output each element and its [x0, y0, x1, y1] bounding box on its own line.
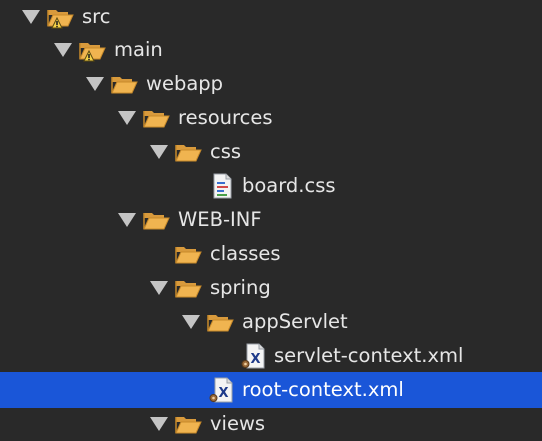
tree-item-label: root-context.xml [242, 378, 404, 401]
expand-arrow-icon[interactable] [150, 417, 168, 431]
open-folder-icon [174, 411, 202, 437]
tree-item-label: webapp [146, 72, 224, 95]
warning-folder-icon [46, 4, 74, 30]
tree-item-resources[interactable]: resources [0, 101, 542, 135]
tree-item-board-css[interactable]: board.css [0, 169, 542, 203]
tree-item-label: resources [178, 106, 273, 129]
tree-item-css[interactable]: css [0, 135, 542, 169]
tree-item-label: board.css [242, 174, 336, 197]
warning-folder-icon [78, 37, 106, 63]
tree-item-views[interactable]: views [0, 407, 542, 441]
tree-item-servlet-context-xml[interactable]: X servlet-context.xml [0, 339, 542, 373]
open-folder-icon [174, 241, 202, 267]
tree-item-label: views [210, 412, 266, 435]
open-folder-icon [174, 275, 202, 301]
open-folder-icon [142, 105, 170, 131]
tree-item-root-context-xml[interactable]: X root-context.xml [0, 372, 542, 408]
expand-arrow-icon[interactable] [22, 10, 40, 24]
tree-item-src[interactable]: src [0, 0, 542, 34]
tree-item-web-inf[interactable]: WEB-INF [0, 203, 542, 237]
open-folder-icon [110, 71, 138, 97]
tree-item-label: main [114, 38, 163, 61]
tree-item-main[interactable]: main [0, 33, 542, 67]
tree-item-webapp[interactable]: webapp [0, 67, 542, 101]
expand-arrow-icon[interactable] [150, 281, 168, 295]
open-folder-icon [174, 139, 202, 165]
xml-file-icon: X [240, 343, 268, 369]
expand-arrow-icon[interactable] [86, 77, 104, 91]
tree-item-label: css [210, 140, 242, 163]
expand-arrow-icon[interactable] [118, 111, 136, 125]
expand-arrow-icon[interactable] [150, 145, 168, 159]
open-folder-icon [206, 309, 234, 335]
tree-item-label: classes [210, 242, 281, 265]
tree-item-spring[interactable]: spring [0, 271, 542, 305]
expand-arrow-icon[interactable] [54, 43, 72, 57]
tree-item-classes[interactable]: classes [0, 237, 542, 271]
tree-item-label: spring [210, 276, 271, 299]
tree-item-label: src [82, 5, 111, 28]
tree-item-label: WEB-INF [178, 208, 262, 231]
expand-arrow-icon[interactable] [118, 213, 136, 227]
open-folder-icon [142, 207, 170, 233]
tree-item-label: servlet-context.xml [274, 344, 464, 367]
tree-item-label: appServlet [242, 310, 348, 333]
xml-file-icon: X [208, 377, 236, 403]
tree-item-appservlet[interactable]: appServlet [0, 305, 542, 339]
svg-text:X: X [251, 352, 261, 367]
expand-arrow-icon[interactable] [182, 315, 200, 329]
svg-text:X: X [219, 386, 229, 401]
css-file-icon [208, 173, 236, 199]
